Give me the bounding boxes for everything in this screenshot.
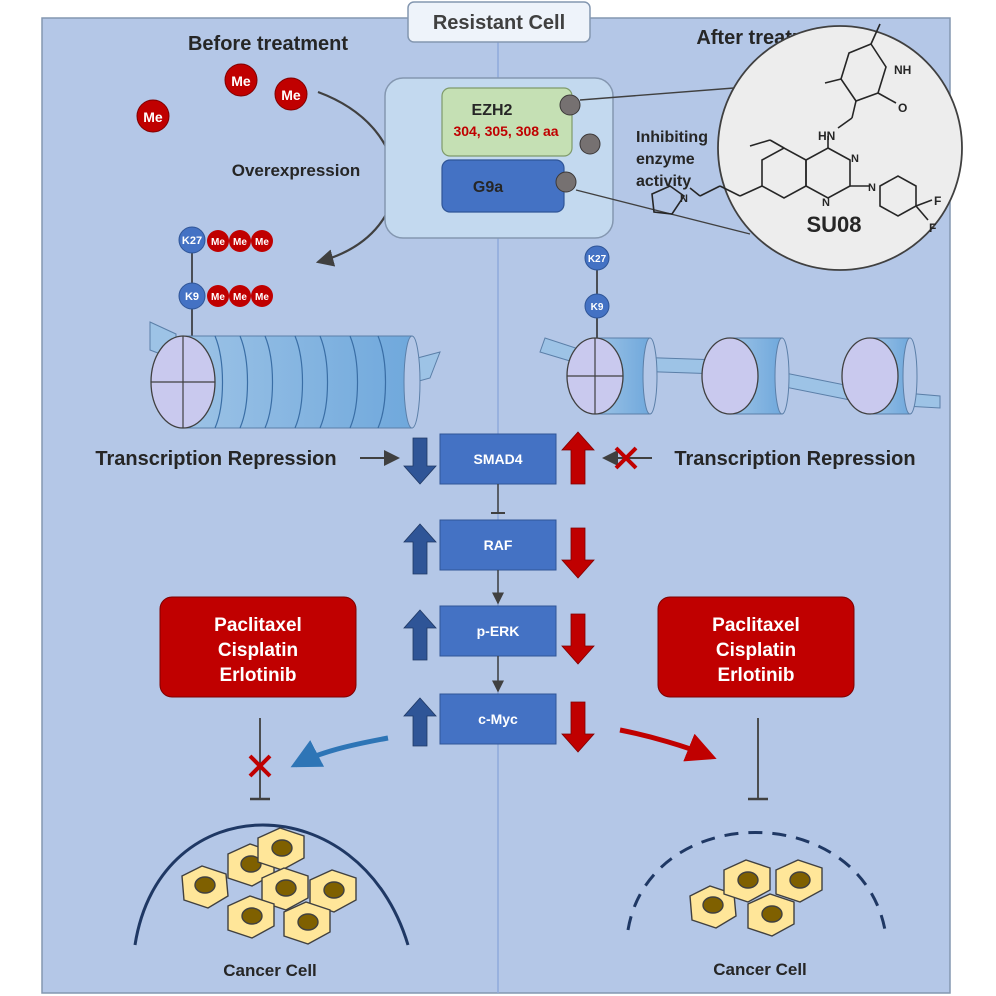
down-arrow-blue bbox=[403, 437, 437, 485]
atom-nh: NH bbox=[894, 63, 911, 77]
k9-mark: K9 bbox=[178, 282, 206, 310]
atom-f: F bbox=[934, 194, 941, 208]
cmyc-arrow-red bbox=[619, 727, 717, 762]
drug-name: Paclitaxel bbox=[214, 615, 302, 636]
svg-text:Me: Me bbox=[255, 237, 269, 248]
binding-site-dot bbox=[559, 94, 581, 116]
binding-site-dot bbox=[579, 133, 601, 155]
atom-f: F bbox=[929, 221, 936, 235]
atom-o: O bbox=[898, 101, 907, 115]
pointer-line bbox=[579, 87, 735, 101]
inhibit-line-1: Inhibiting bbox=[636, 129, 708, 146]
drug-name: Erlotinib bbox=[219, 665, 296, 686]
k27-mark: K27 bbox=[584, 245, 610, 271]
methyl-group: Me bbox=[224, 63, 258, 97]
atom-n: N bbox=[851, 153, 859, 165]
compound-name: SU08 bbox=[806, 212, 861, 237]
svg-text:Me: Me bbox=[143, 109, 163, 125]
block-cross-icon bbox=[248, 754, 272, 778]
raf-label: RAF bbox=[484, 537, 513, 553]
atom-n: N bbox=[868, 182, 876, 194]
perk-label: p-ERK bbox=[477, 623, 520, 639]
drug-name: Paclitaxel bbox=[712, 615, 800, 636]
inhibit-line-3: activity bbox=[636, 173, 691, 190]
methyl-group: Me bbox=[207, 285, 229, 307]
methyl-group: Me bbox=[207, 230, 229, 252]
atom-n: N bbox=[822, 197, 830, 209]
svg-text:Me: Me bbox=[255, 292, 269, 303]
methyl-group: Me bbox=[229, 285, 251, 307]
svg-text:K27: K27 bbox=[182, 235, 202, 247]
block-cross-icon bbox=[614, 446, 638, 470]
ezh2-sites: 304, 305, 308 aa bbox=[453, 123, 558, 139]
ezh2-box bbox=[441, 87, 573, 157]
transcription-repression-right: Transcription Repression bbox=[674, 448, 915, 470]
title-box bbox=[407, 1, 591, 43]
svg-text:K27: K27 bbox=[588, 254, 607, 265]
cmyc-label: c-Myc bbox=[478, 711, 518, 727]
drug-name: Cisplatin bbox=[716, 640, 796, 661]
drug-name: Erlotinib bbox=[717, 665, 794, 686]
perk-box bbox=[439, 605, 557, 657]
smad4-box bbox=[439, 433, 557, 485]
svg-text:K9: K9 bbox=[591, 302, 604, 313]
transcription-repression-left: Transcription Repression bbox=[95, 448, 336, 470]
cancer-cell-cluster-left bbox=[181, 827, 357, 945]
title: Resistant Cell bbox=[433, 12, 565, 34]
svg-text:Me: Me bbox=[231, 73, 251, 89]
up-arrow-blue bbox=[403, 697, 437, 747]
svg-text:Me: Me bbox=[281, 87, 301, 103]
binding-site-dot bbox=[555, 171, 577, 193]
smad4-label: SMAD4 bbox=[473, 451, 522, 467]
down-arrow-red bbox=[561, 527, 595, 579]
cell-membrane-disrupted bbox=[626, 831, 887, 931]
drugs-box-left bbox=[159, 596, 357, 698]
cancer-cell-cluster-right bbox=[689, 859, 823, 937]
methyl-group: Me bbox=[251, 285, 273, 307]
atom-hn: HN bbox=[818, 129, 835, 143]
svg-text:Me: Me bbox=[233, 237, 247, 248]
compound-circle bbox=[717, 25, 963, 271]
cmyc-box bbox=[439, 693, 557, 745]
pointer-line bbox=[575, 189, 751, 235]
condensed-chromatin bbox=[149, 321, 441, 429]
ezh2-label: EZH2 bbox=[472, 102, 513, 119]
drugs-box-right bbox=[657, 596, 855, 698]
up-arrow-blue bbox=[403, 523, 437, 575]
up-arrow-blue bbox=[403, 609, 437, 661]
cmyc-arrow-blue bbox=[290, 735, 389, 768]
cancer-cell-label-left: Cancer Cell bbox=[223, 961, 317, 980]
overexpression-label: Overexpression bbox=[232, 161, 361, 180]
up-arrow-red bbox=[561, 431, 595, 485]
k27-mark: K27 bbox=[178, 226, 206, 254]
inhibit-line-2: enzyme bbox=[636, 151, 695, 168]
cancer-cell-label-right: Cancer Cell bbox=[713, 960, 807, 979]
svg-text:Me: Me bbox=[211, 292, 225, 303]
svg-text:K9: K9 bbox=[185, 291, 199, 303]
methyl-group: Me bbox=[229, 230, 251, 252]
atom-n: N bbox=[680, 193, 688, 205]
svg-text:Me: Me bbox=[233, 292, 247, 303]
open-chromatin bbox=[539, 337, 941, 415]
before-treatment-heading: Before treatment bbox=[188, 33, 348, 55]
down-arrow-red bbox=[561, 701, 595, 753]
down-arrow-red bbox=[561, 613, 595, 665]
raf-box bbox=[439, 519, 557, 571]
k9-mark: K9 bbox=[584, 293, 610, 319]
svg-text:Me: Me bbox=[211, 237, 225, 248]
methyl-group: Me bbox=[274, 77, 308, 111]
g9a-label: G9a bbox=[473, 179, 503, 196]
drug-name: Cisplatin bbox=[218, 640, 298, 661]
su08-structure bbox=[651, 23, 933, 221]
methyl-group: Me bbox=[251, 230, 273, 252]
methyl-group: Me bbox=[136, 99, 170, 133]
cell-membrane-intact bbox=[133, 823, 410, 946]
